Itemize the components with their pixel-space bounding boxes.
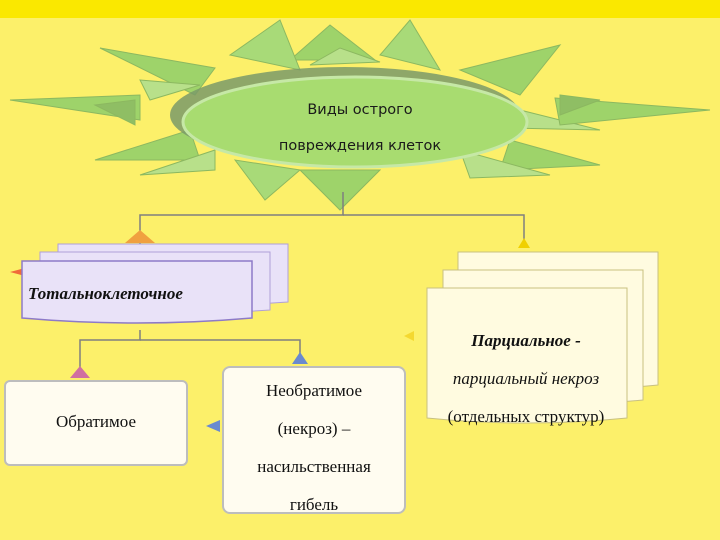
irreversible-node-label: Необратимое (некроз) – насильственная ги… bbox=[222, 372, 406, 524]
partial-card-stack bbox=[426, 251, 659, 424]
marker-partial-left bbox=[404, 331, 414, 341]
irreversible-line-3: насильственная bbox=[257, 457, 371, 476]
marker-partial bbox=[518, 238, 530, 248]
irreversible-node bbox=[222, 366, 406, 514]
irreversible-line-2: (некроз) – bbox=[277, 419, 351, 438]
root-line-2: повреждения клеток bbox=[278, 138, 442, 154]
root-line-1: Виды острого bbox=[307, 102, 413, 118]
partial-line-2: парциальный некроз bbox=[452, 369, 600, 388]
partial-line-1: Парциальное - bbox=[471, 331, 581, 350]
partial-node-label: Парциальное - парциальный некроз (отдель… bbox=[426, 322, 626, 436]
total-node-label: Тотальноклеточное bbox=[28, 284, 183, 303]
irreversible-line-1: Необратимое bbox=[265, 381, 363, 400]
reversible-node bbox=[4, 380, 188, 466]
partial-line-3: (отдельных структур) bbox=[447, 407, 605, 426]
root-ellipse bbox=[181, 75, 529, 169]
marker-reversible bbox=[70, 366, 90, 378]
marker-irreversible bbox=[292, 352, 308, 364]
root-node-label: Виды острого повреждения клеток bbox=[215, 92, 505, 164]
irreversible-line-4: гибель bbox=[289, 495, 339, 514]
top-bar bbox=[0, 0, 720, 18]
marker-irreversible-left bbox=[206, 420, 220, 432]
marker-total bbox=[125, 230, 155, 243]
reversible-node-label: Обратимое bbox=[55, 412, 137, 431]
total-card-stack bbox=[21, 243, 289, 324]
root-sun-rays bbox=[9, 19, 711, 211]
